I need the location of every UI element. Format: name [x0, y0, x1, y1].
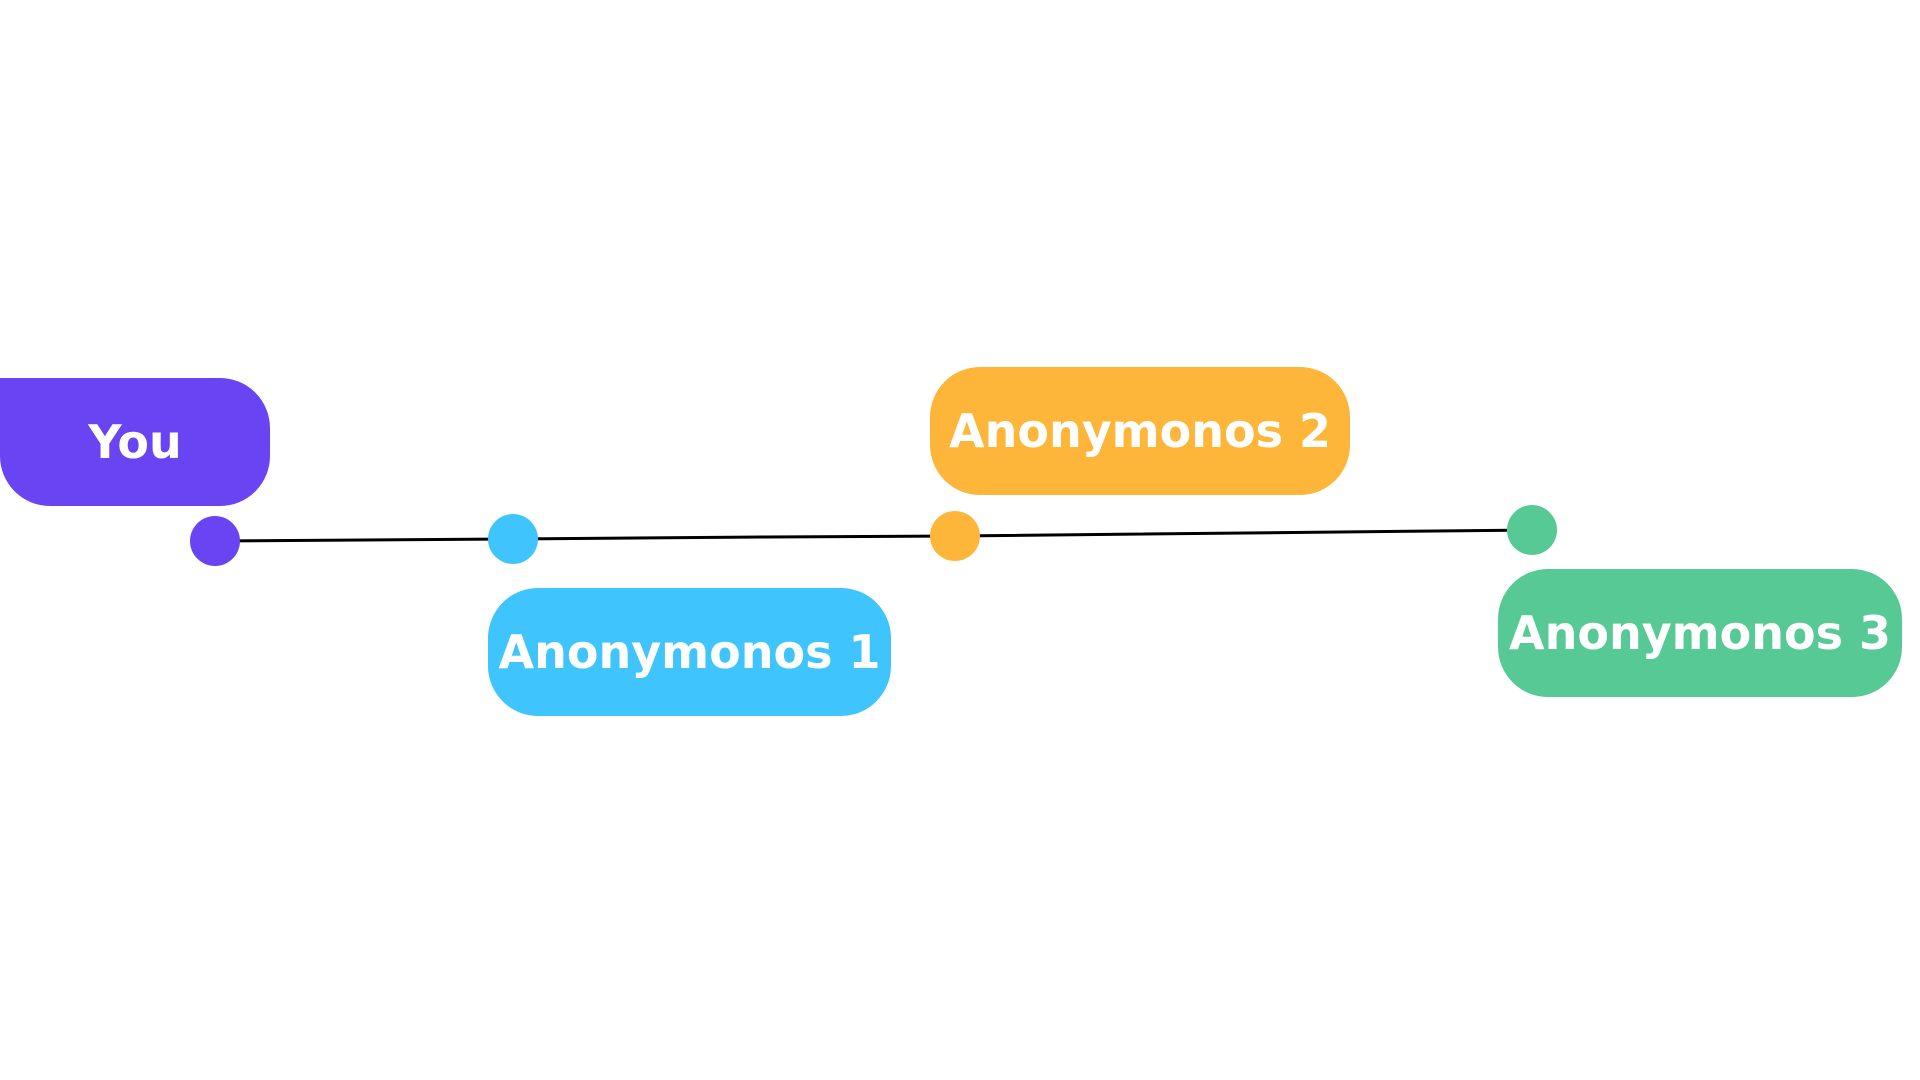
node-dot-anonymous-2	[930, 511, 980, 561]
node-dot-anonymous-3	[1507, 505, 1557, 555]
node-dot-you	[190, 516, 240, 566]
node-dot-anonymous-1	[488, 514, 538, 564]
node-label-anonymous-3: Anonymonos 3	[1498, 569, 1902, 697]
node-label-anonymous-2: Anonymonos 2	[930, 367, 1350, 495]
connection-line	[213, 528, 1534, 543]
node-label-anonymous-1: Anonymonos 1	[488, 588, 891, 716]
node-label-you: You	[0, 378, 270, 506]
